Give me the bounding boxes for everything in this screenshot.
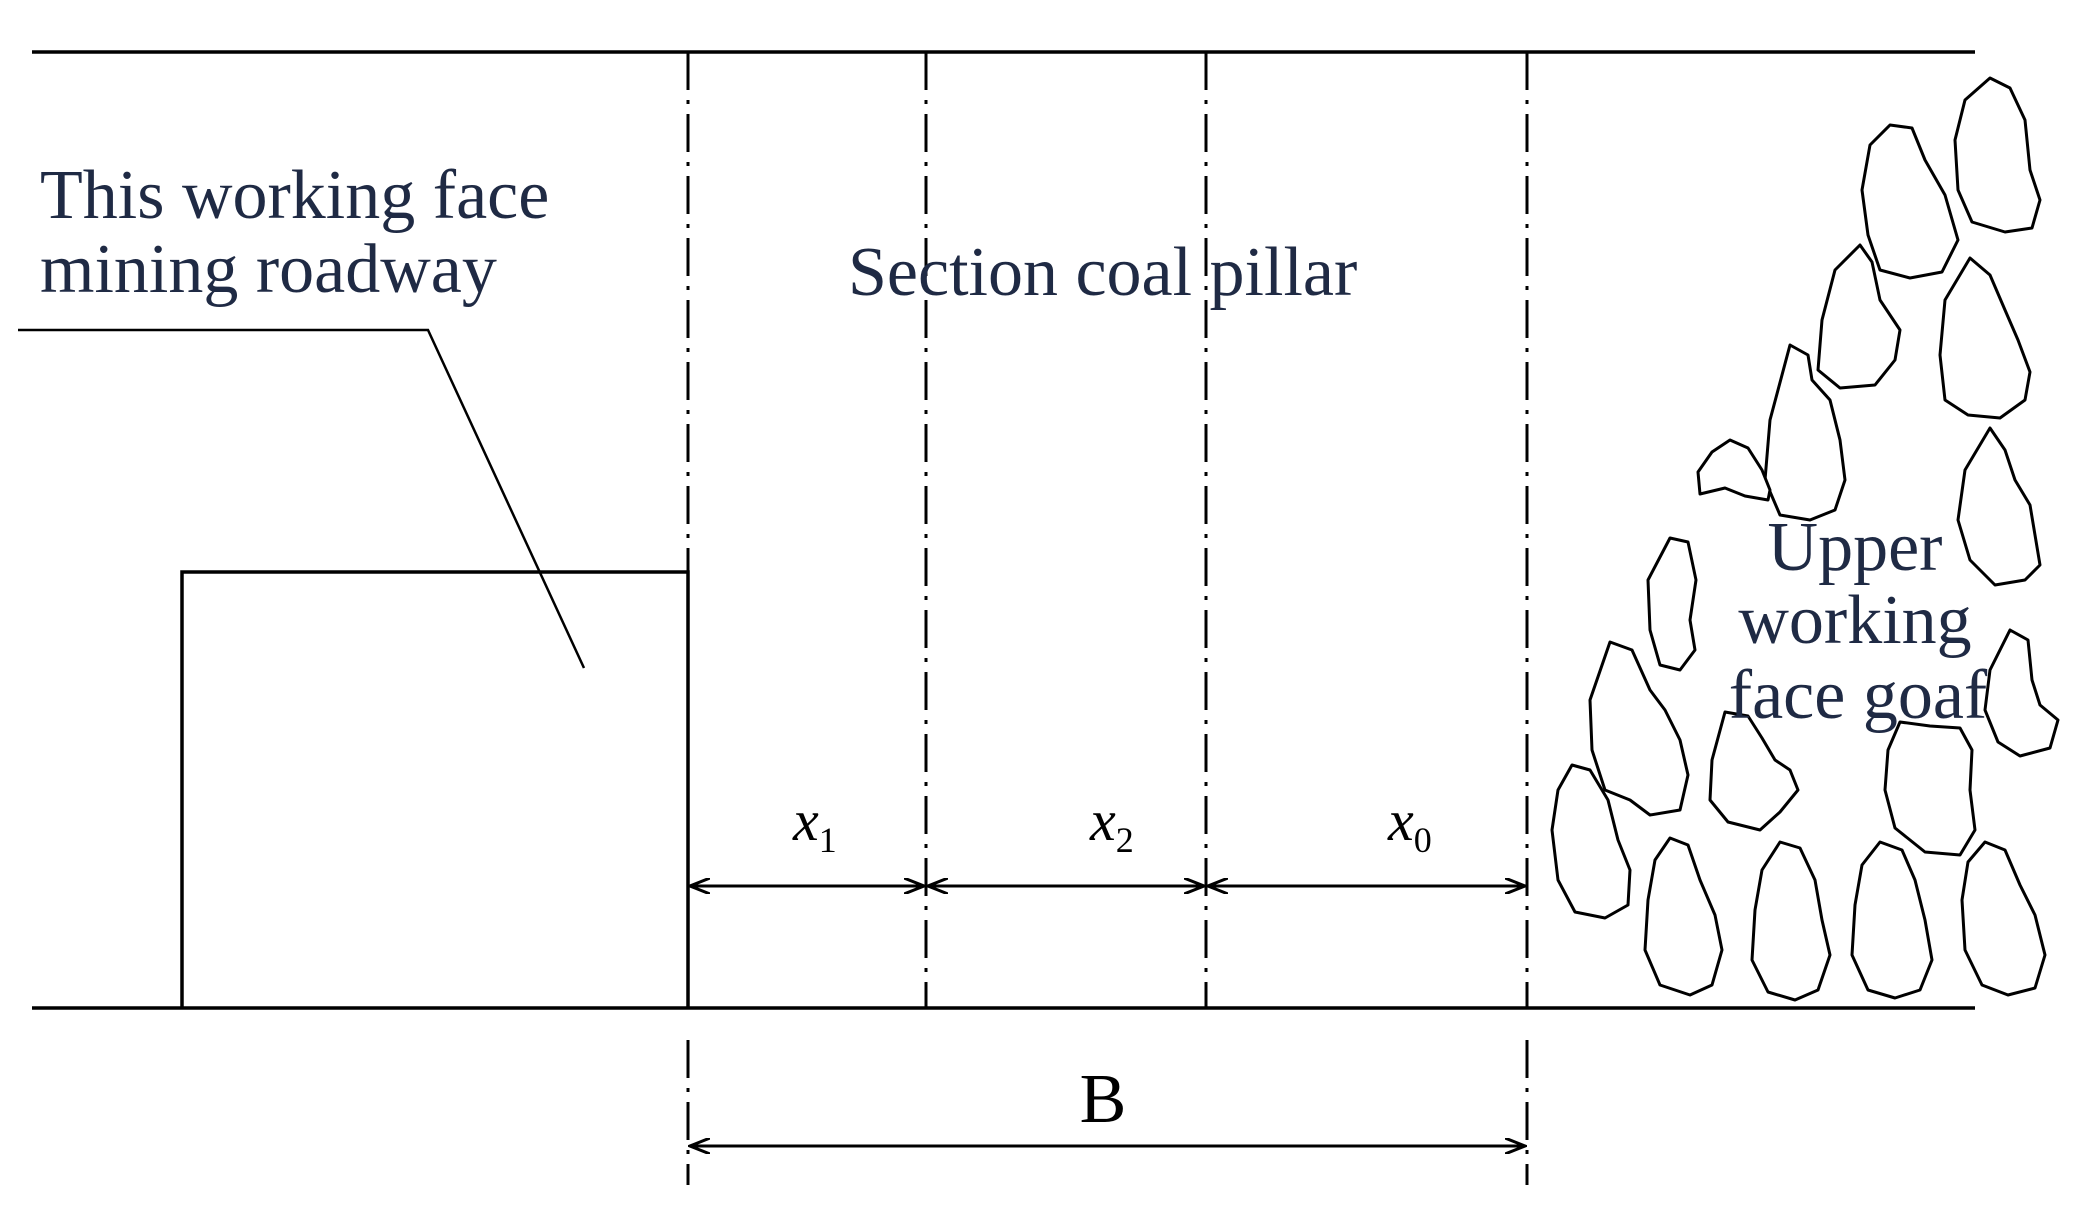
goaf-rock bbox=[1883, 720, 1977, 857]
x0-var: x bbox=[1387, 788, 1414, 853]
dim-label-x1: x1 bbox=[792, 788, 837, 860]
roadway-leader-line bbox=[18, 328, 586, 669]
dim-label-x2: x2 bbox=[1089, 788, 1134, 860]
x2-sub: 2 bbox=[1116, 820, 1134, 860]
goaf-rock bbox=[1983, 628, 2060, 758]
goaf-rock bbox=[1860, 123, 1960, 280]
goaf-rock bbox=[1850, 840, 1934, 1000]
x1-sub: 1 bbox=[819, 820, 837, 860]
goaf-rock bbox=[1956, 426, 2042, 587]
roadway-label-line2: mining roadway bbox=[40, 231, 497, 308]
roadway-outline bbox=[180, 570, 690, 1008]
goaf-rock bbox=[1588, 640, 1690, 817]
dim-label-B: B bbox=[1080, 1061, 1127, 1138]
x0-sub: 0 bbox=[1414, 820, 1432, 860]
goaf-rock bbox=[1696, 438, 1772, 502]
pillar-label: Section coal pillar bbox=[848, 234, 1357, 311]
goaf-label-line2: working bbox=[1738, 582, 1971, 659]
x1-var: x bbox=[792, 788, 819, 853]
goaf-rock bbox=[1550, 763, 1632, 920]
goaf-rock bbox=[1643, 836, 1724, 997]
goaf-label-line1: Upper bbox=[1768, 509, 1943, 586]
goaf-rock bbox=[1646, 536, 1698, 672]
dim-label-x0: x0 bbox=[1387, 788, 1432, 860]
goaf-rock bbox=[1816, 243, 1902, 390]
goaf-label-line3: face goaf bbox=[1729, 657, 1988, 734]
goaf-rock bbox=[1938, 256, 2032, 420]
goaf-rock bbox=[1763, 343, 1847, 522]
goaf-rock bbox=[1953, 76, 2042, 234]
goaf-rocks bbox=[1550, 76, 2060, 1002]
goaf-rock bbox=[1750, 840, 1832, 1002]
roadway-label-line1: This working face bbox=[40, 157, 549, 234]
x2-var: x bbox=[1089, 788, 1116, 853]
goaf-rock bbox=[1708, 710, 1800, 832]
goaf-rock bbox=[1960, 840, 2047, 997]
